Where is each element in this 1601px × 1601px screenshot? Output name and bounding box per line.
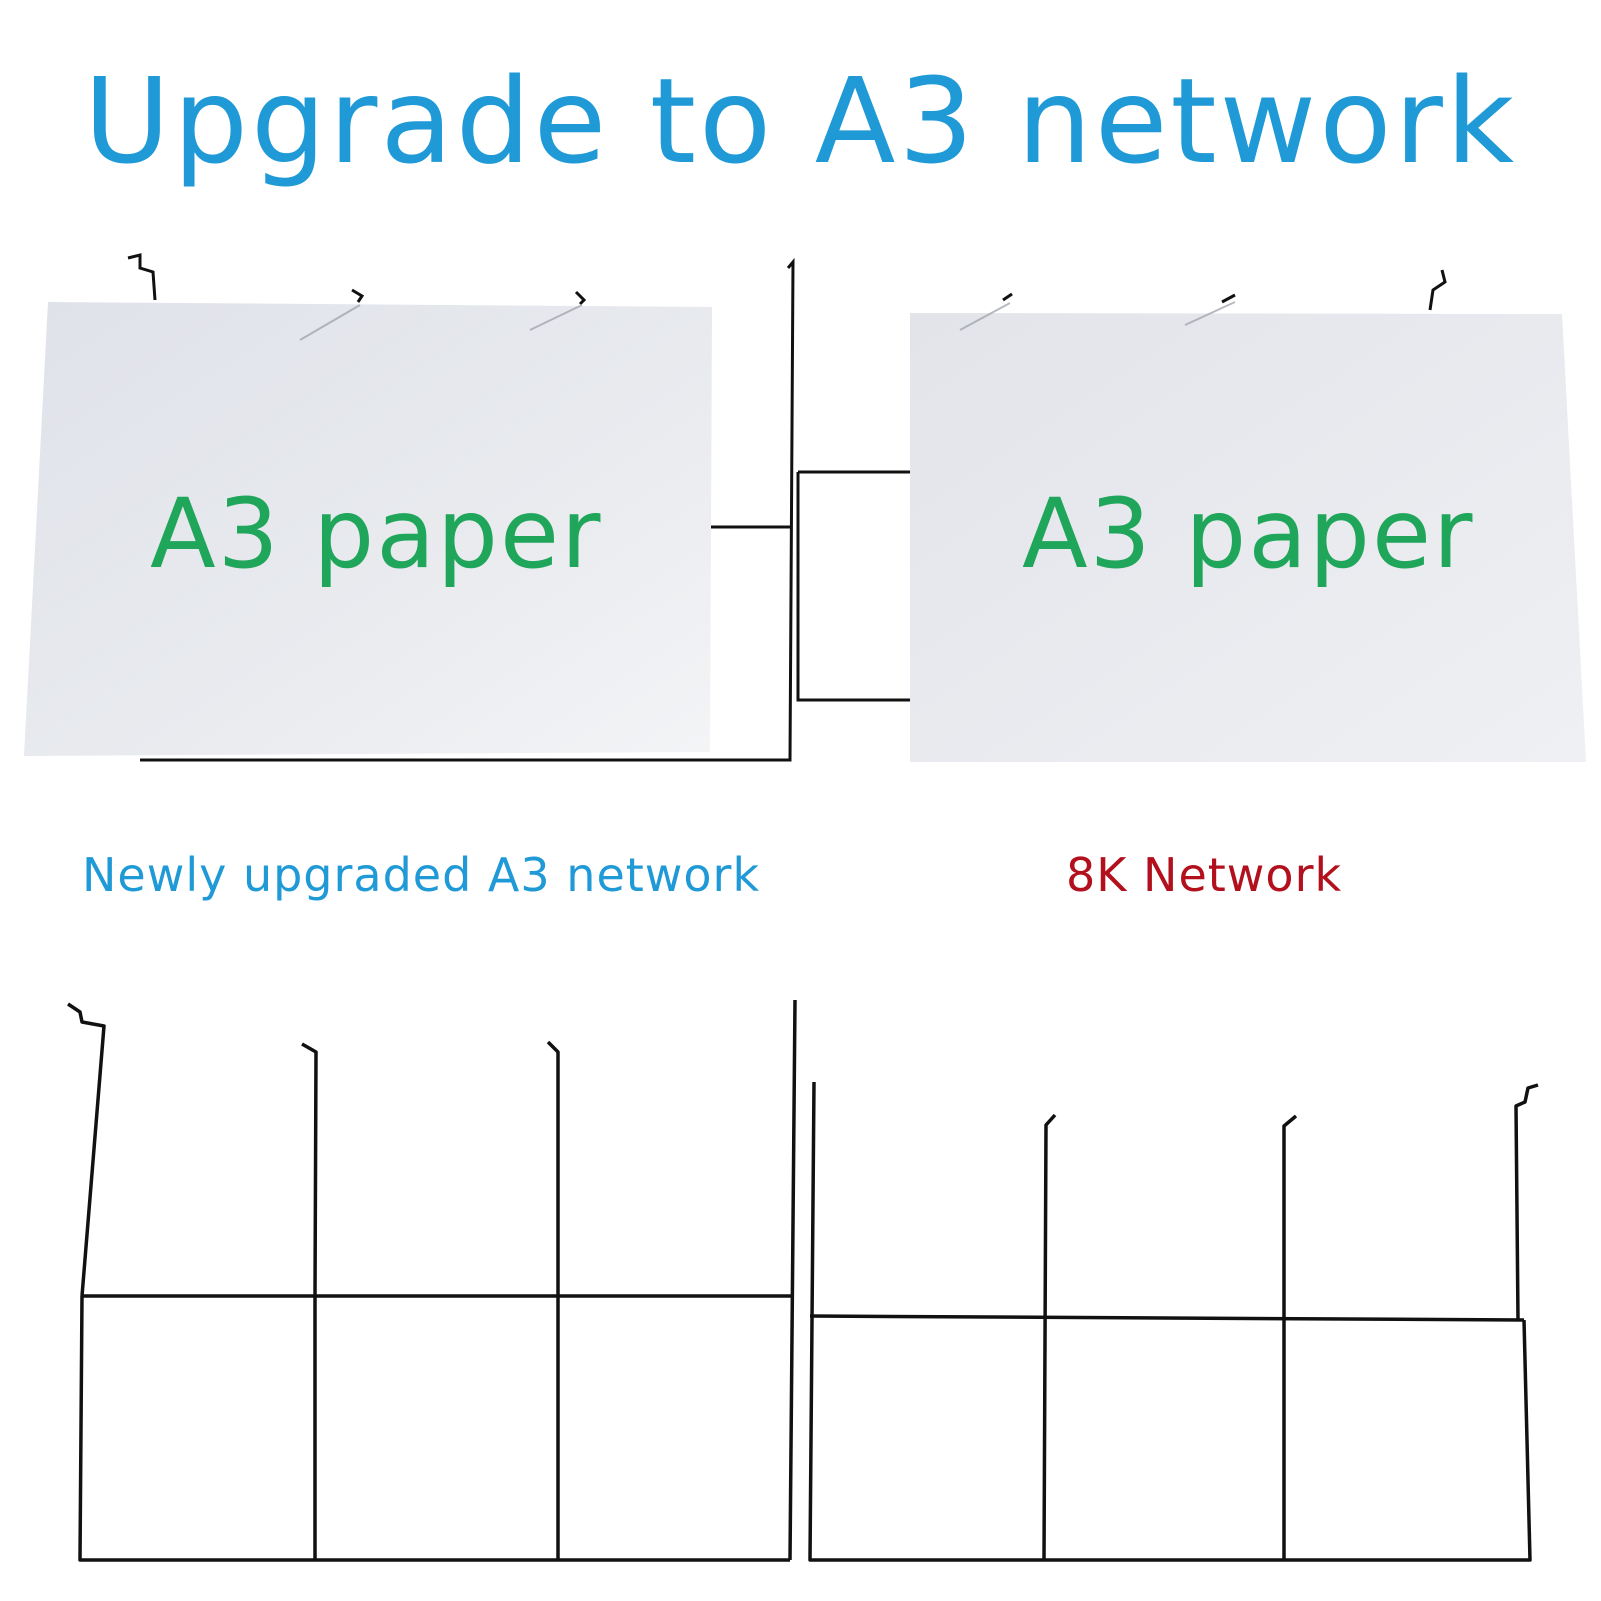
hook-wire [67, 1002, 106, 1297]
a3-wire-frame [67, 999, 797, 1562]
frame-wire [140, 257, 795, 762]
hook-wire [1428, 269, 1447, 311]
hook-wire [574, 290, 587, 306]
frame-wire [808, 1081, 1532, 1562]
8k-wire-frame [808, 1081, 1539, 1562]
paper-hook-shadows [959, 301, 1236, 331]
hook-wire [127, 253, 157, 301]
paper-sheet [24, 302, 712, 756]
frame-wire [788, 999, 797, 1561]
hook-wire [301, 1042, 318, 1297]
frame-wire [78, 1295, 790, 1562]
a3-rack-with-paper [127, 253, 795, 762]
hook-wire [351, 288, 365, 303]
frame-wire [809, 1314, 1525, 1322]
frame-wire [796, 472, 910, 702]
hook-wire [546, 1040, 560, 1296]
hook-wire [1002, 292, 1013, 302]
hook-wire [1042, 1113, 1057, 1561]
headline: Upgrade to A3 network [83, 52, 1518, 190]
left-paper-label: A3 paper [150, 478, 603, 590]
right-paper-label: A3 paper [1022, 478, 1475, 590]
paper-sheet [910, 313, 1586, 762]
hook-wire [1221, 293, 1236, 304]
hook-wire [1282, 1114, 1298, 1560]
right-caption: 8K Network [1066, 848, 1343, 902]
hook-wire [1514, 1083, 1539, 1321]
8k-rack-with-paper [796, 269, 1447, 702]
left-caption: Newly upgraded A3 network [82, 848, 761, 902]
paper-hook-shadows [299, 304, 583, 341]
